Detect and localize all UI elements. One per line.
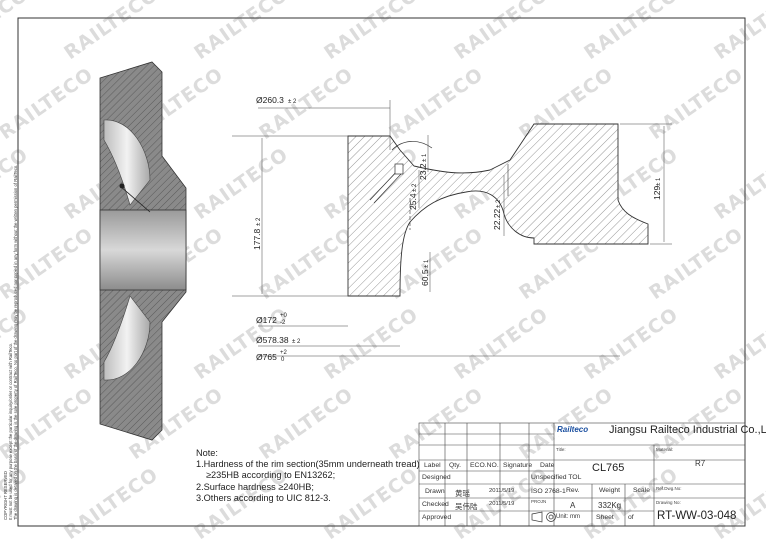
railteco-logo: Railteco <box>557 425 589 434</box>
rev-value: A <box>570 501 576 510</box>
copyright-line-3: The drawing is detailed on the basis of … <box>13 164 18 520</box>
notes-title: Note: <box>196 448 218 458</box>
title-block-grid <box>418 422 746 527</box>
watermark-text: RAILTECO <box>60 0 162 64</box>
note-line-1: 1.Hardness of the rim section(35mm under… <box>196 459 420 470</box>
watermark-text: RAILTECO <box>450 0 552 64</box>
unit-label: Unit: mm <box>556 514 580 520</box>
railteco-logo-box <box>556 425 601 436</box>
watermark-text: RAILTECO <box>710 463 766 542</box>
material-label: Material: <box>656 447 674 452</box>
dim-d172: Ø172 <box>256 315 277 325</box>
approved-label: Approved <box>422 514 452 521</box>
watermark-text: RAILTECO <box>320 0 422 64</box>
drawn-date: 2011/5/19 <box>489 488 515 494</box>
checked-date: 2011/5/19 <box>489 501 515 507</box>
sheet-label: Sheet <box>596 514 614 521</box>
drawing-title: CL765 <box>592 462 625 474</box>
watermark-text: RAILTECO <box>710 303 766 384</box>
dimension-lines <box>232 100 672 357</box>
col-qty: Qty. <box>449 462 461 469</box>
projection-label: PROJN <box>531 499 547 504</box>
weight-value: 332Kg <box>598 501 622 510</box>
of-label: of <box>628 514 634 521</box>
dim-25-tol: ± 2 <box>412 183 418 192</box>
dim-d172-tol-dn: -2 <box>280 320 286 326</box>
dim-23: 23.2 <box>418 163 428 180</box>
material-value: R7 <box>695 459 706 468</box>
watermark-text: RAILTECO <box>580 303 682 384</box>
watermark-text: RAILTECO <box>645 63 747 144</box>
dim-23-tol: ± 1 <box>422 153 428 162</box>
watermark-text: RAILTECO <box>190 0 292 64</box>
watermark-text: RAILTECO <box>190 143 292 224</box>
dim-d260-tol: ± 2 <box>288 99 297 105</box>
iso-standard: ISO 2768-1 <box>531 488 566 495</box>
watermark-text: RAILTECO <box>60 463 162 542</box>
watermark-text: RAILTECO <box>710 143 766 224</box>
scale-label: Scale <box>633 487 651 494</box>
note-line-4: 3.Others according to UIC 812-3. <box>196 492 331 503</box>
dim-25: 25.4 <box>408 193 418 210</box>
rev-label: Rev. <box>566 487 580 494</box>
weight-label: Weight <box>599 487 621 494</box>
watermark-text: RAILTECO <box>645 223 747 304</box>
dim-22-tol: ± 2 <box>496 199 502 208</box>
unspecified-tol: Unspecified TOL <box>531 474 582 481</box>
dim-60-tol: ± 1 <box>424 259 430 268</box>
dim-d765-tol-dn: 0 <box>281 357 285 363</box>
drawing-number: RT-WW-03-048 <box>657 510 737 522</box>
watermark-text: RAILTECO <box>320 303 422 384</box>
watermark-text: RAILTECO <box>515 383 617 464</box>
company-name: Jiangsu Railteco Industrial Co.,LTD <box>609 424 766 436</box>
dim-d578: Ø578.38 <box>256 335 289 345</box>
col-signature: Signature <box>503 462 533 469</box>
dim-d260: Ø260.3 <box>256 95 284 105</box>
watermark-text: RAILTECO <box>450 303 552 384</box>
watermark-text: RAILTECO <box>0 63 97 144</box>
ref-dwg-label: Ref.Dwg.No: <box>656 486 682 491</box>
watermark-text: RAILTECO <box>385 63 487 144</box>
drawing-border <box>17 17 746 527</box>
checked-signature: 吴伟陆 <box>455 502 478 511</box>
col-date: Date <box>540 462 555 469</box>
wheel-cross-section <box>347 123 649 297</box>
dim-60: 60.5 <box>420 269 430 286</box>
projection-symbol-icon <box>531 511 556 523</box>
title-label: Title: <box>556 447 566 452</box>
note-line-2: ≥235HB according to EN13262; <box>206 470 336 481</box>
dim-d172-tol-up: +0 <box>280 313 288 319</box>
drawing-notes: Note: 1.Hardness of the rim section(35mm… <box>196 448 420 504</box>
dim-d578-tol: ± 2 <box>292 339 301 345</box>
drawn-signature: 黄瑶 <box>455 489 470 498</box>
designed-label: Designed <box>422 474 451 481</box>
watermark-text: RAILTECO <box>255 223 357 304</box>
dim-d765-tol-up: +2 <box>280 350 288 356</box>
drawing-no-label: Drawing No: <box>656 500 681 505</box>
col-label: Label <box>424 462 441 469</box>
copyright-notice: COPYRIGHT RESERVED It must not be used f… <box>3 165 18 520</box>
watermark-text: RAILTECO <box>0 0 32 64</box>
col-eco: ECO.NO. <box>470 462 499 469</box>
dim-22: 22.22 <box>492 208 502 230</box>
checked-label: Checked <box>422 501 449 508</box>
wheel-3d-view <box>99 61 187 441</box>
dim-d765: Ø765 <box>256 352 277 362</box>
dim-129: 129 <box>652 186 662 200</box>
drawn-label: Drawn <box>425 488 445 495</box>
dim-r177-tol: ± 2 <box>256 217 262 226</box>
watermark-text: RAILTECO <box>580 0 682 64</box>
note-line-3: 2.Surface hardness ≥240HB; <box>196 481 314 492</box>
dim-129-tol: ± 1 <box>656 177 662 186</box>
watermark-text: RAILTECO <box>710 0 766 64</box>
dim-r177: 177.8 <box>252 228 262 250</box>
